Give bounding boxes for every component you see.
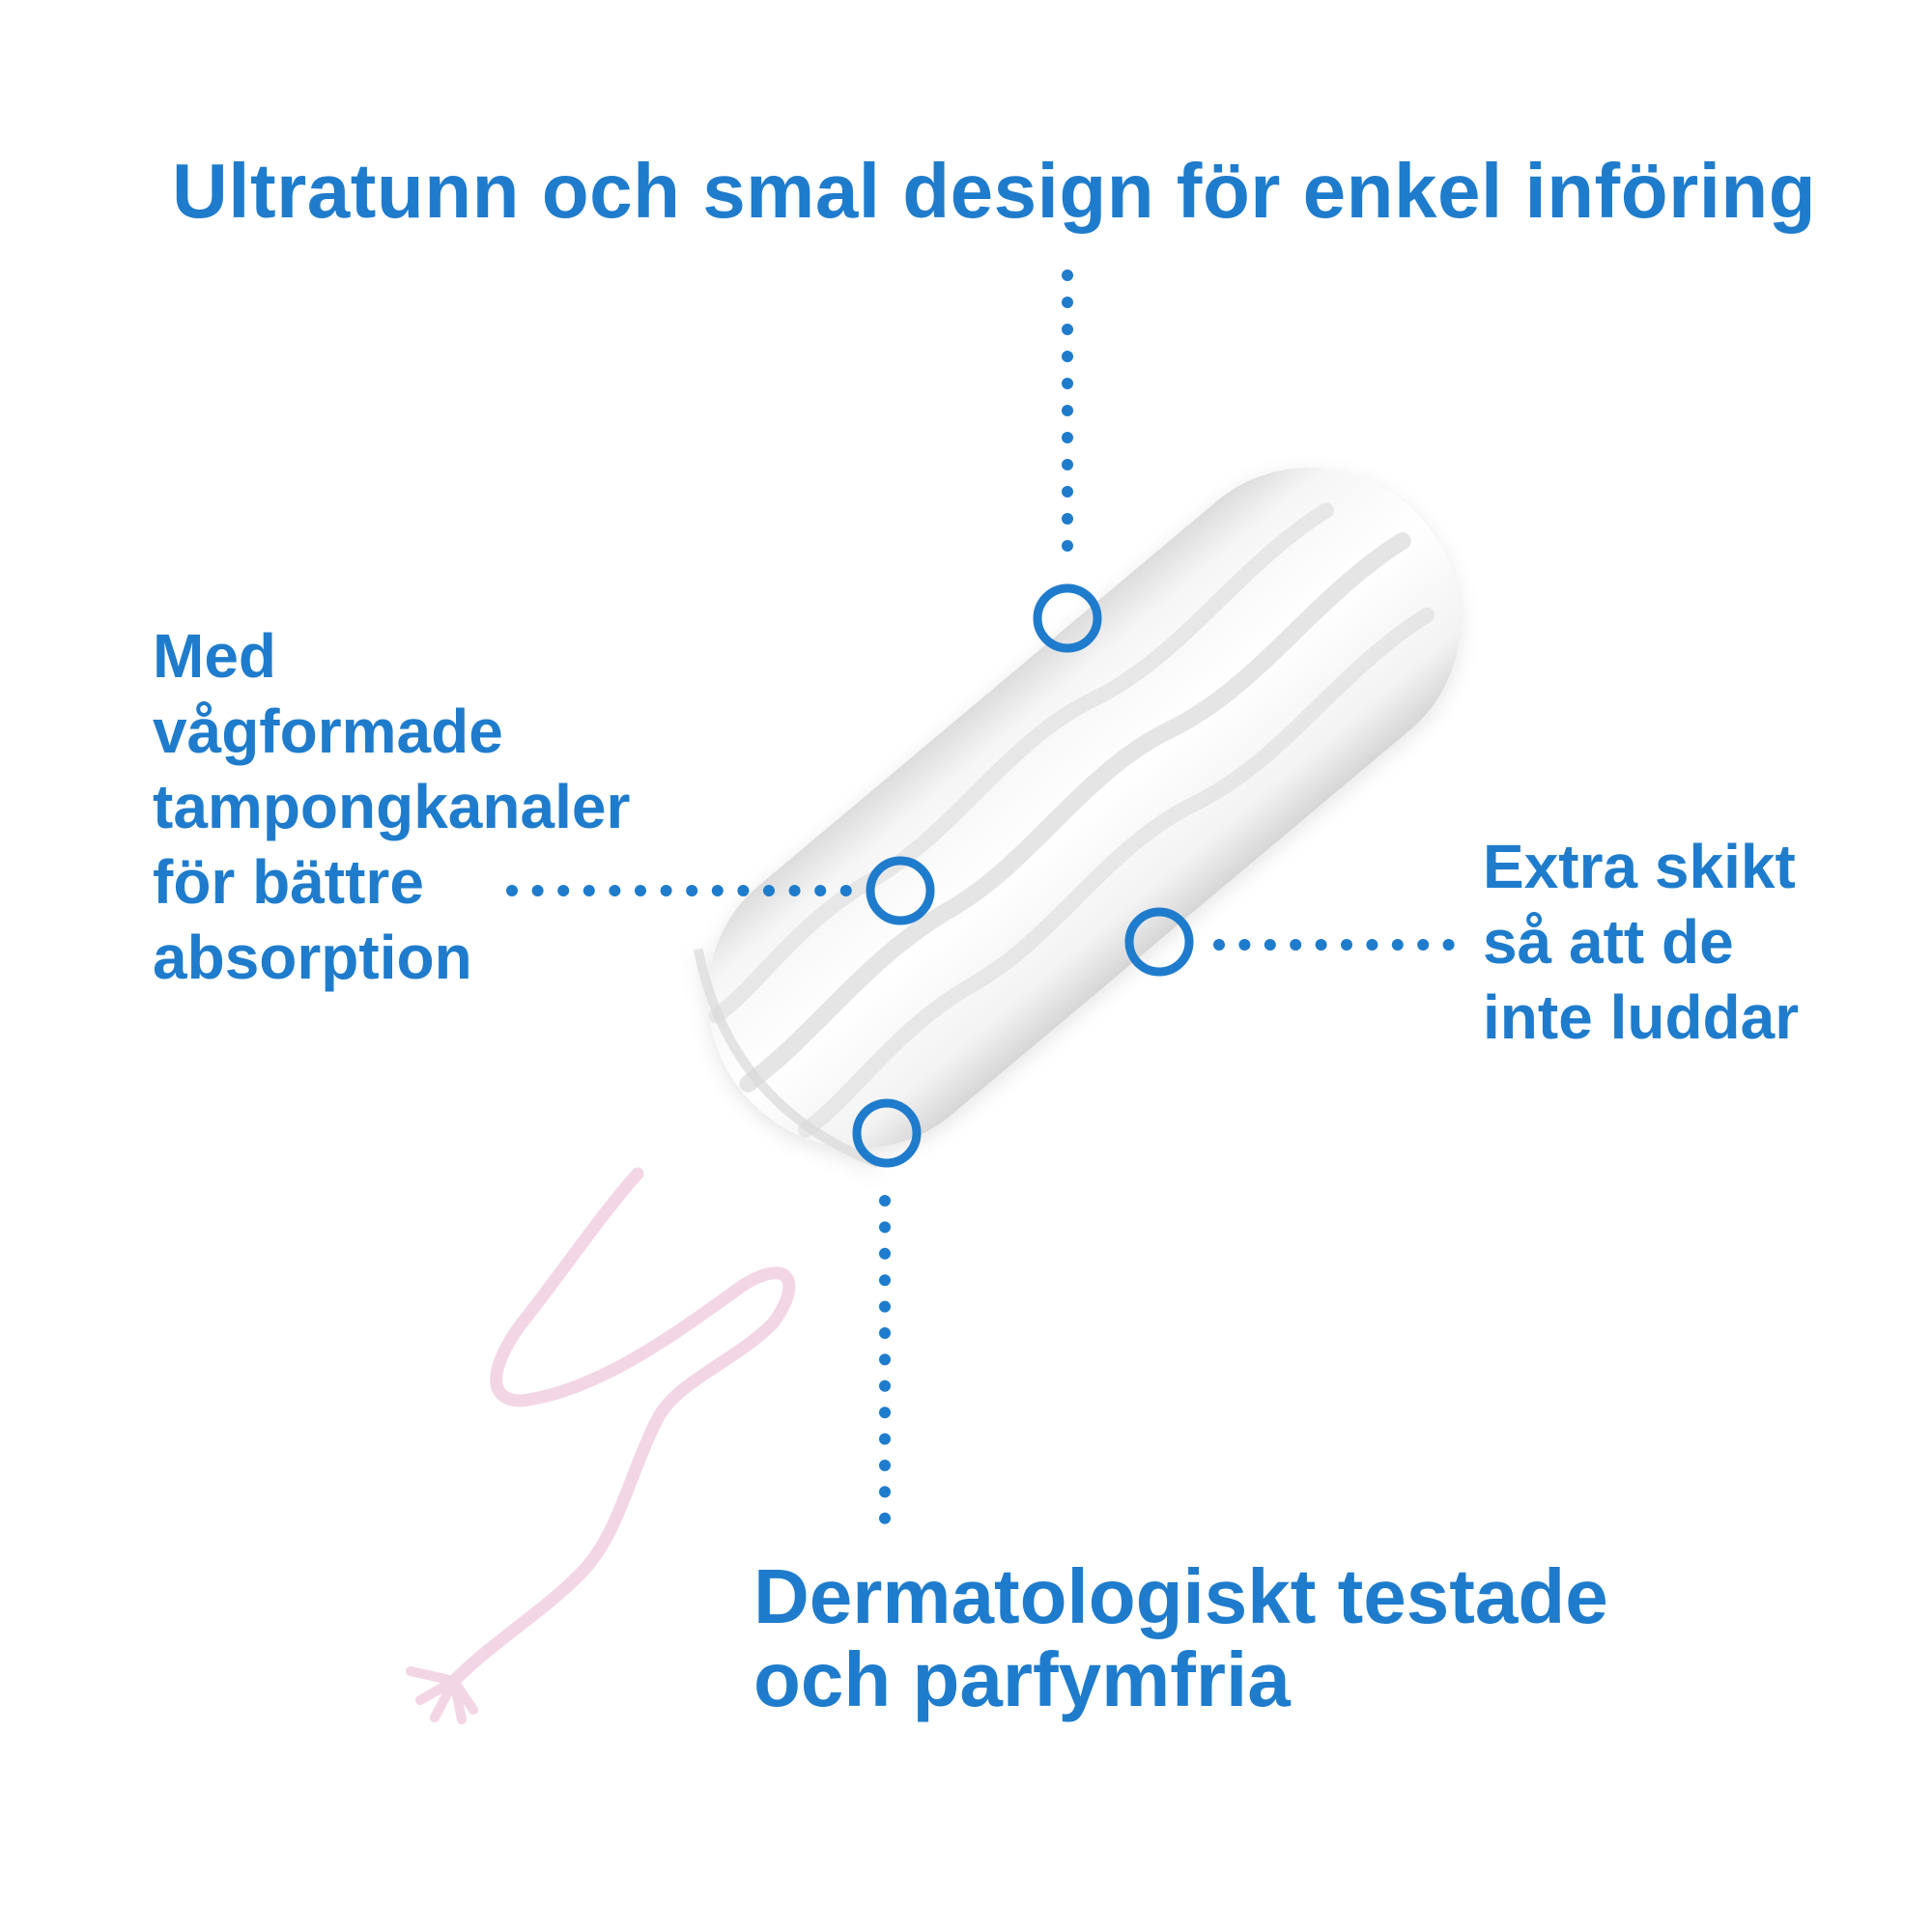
label-dermatologically-tested: Dermatologiskt testade och parfymfria (753, 1555, 1608, 1721)
label-thin-design-line: Ultratunn och smal design för enkel infö… (172, 148, 1817, 234)
label-dermatologically-tested-line: och parfymfria (753, 1636, 1291, 1722)
callout-bottom (852, 1098, 922, 1524)
label-wave-channels-line: för bättre (153, 847, 424, 917)
callout-left (506, 856, 935, 925)
callout-marker-left (866, 856, 935, 925)
tampon-body (693, 468, 1461, 1169)
label-wave-channels-line: absorption (153, 923, 472, 992)
label-extra-layer-line: Extra skikt (1483, 832, 1796, 901)
label-wave-channels-line: tampongkanaler (153, 772, 631, 841)
label-extra-layer-line: så att de (1483, 907, 1734, 977)
label-wave-channels-line: Med (153, 621, 276, 691)
label-dermatologically-tested-line: Dermatologiskt testade (753, 1553, 1608, 1639)
label-extra-layer-line: inte luddar (1483, 982, 1800, 1052)
callout-right (1124, 907, 1455, 977)
callout-marker-right (1124, 907, 1194, 977)
label-extra-layer: Extra skikt så att de inte luddar (1483, 829, 1799, 1055)
label-wave-channels: Med vågformade tampongkanaler för bättre… (153, 618, 630, 995)
callout-marker-bottom (852, 1098, 922, 1168)
label-thin-design: Ultratunn och smal design för enkel infö… (172, 153, 1816, 230)
label-wave-channels-line: vågformade (153, 696, 503, 766)
callout-marker-top (1033, 583, 1102, 653)
callout-top (1033, 270, 1102, 653)
tampon-string (406, 1167, 796, 1724)
